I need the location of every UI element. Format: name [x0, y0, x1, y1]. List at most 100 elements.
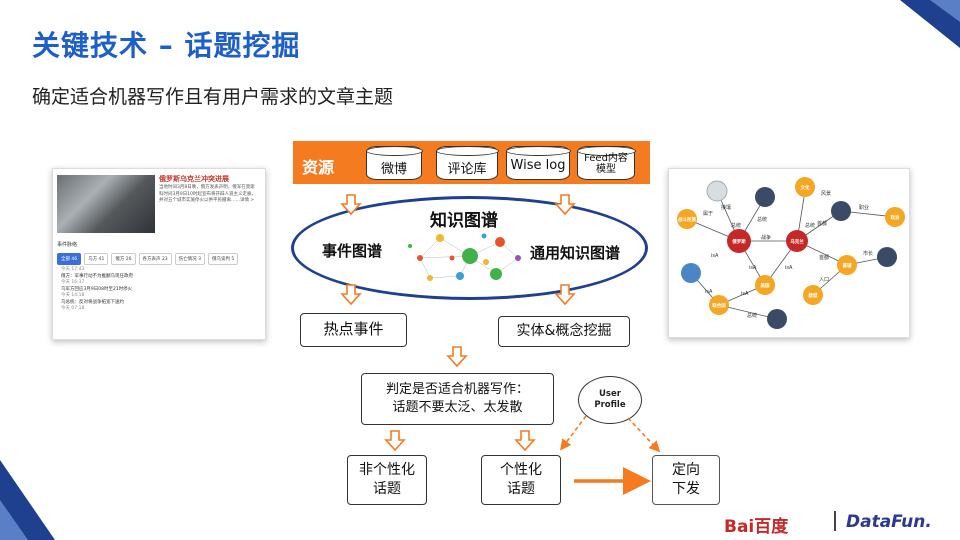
event-tabs: 全部 46 乌方 41 俄方 26 各方表声 23 伤亡情况 3 俄乌谈判 5	[57, 253, 239, 265]
kg-node: 文化	[801, 184, 810, 191]
resource-wiselog-label: Wise log	[510, 158, 566, 173]
kg-node: 政治	[891, 214, 900, 221]
hot-events-box: 热点事件	[300, 313, 407, 347]
feed-time: 今天 07:18	[61, 306, 85, 311]
news-headline: 俄罗斯乌克兰冲突进展	[159, 175, 229, 183]
feed-item-text[interactable]: 乌总统：反对将战争拓宽下送约	[61, 299, 124, 305]
kg-title: 知识图谱	[430, 211, 498, 231]
svg-text:战争: 战争	[761, 234, 771, 241]
kg-event-graph: 事件图谱	[322, 242, 383, 260]
kg-general-graph: 通用知识图谱	[530, 244, 621, 262]
resource-comments-label: 评论库	[447, 162, 487, 177]
user-profile-line-2: Profile	[594, 400, 626, 410]
svg-text:isA: isA	[711, 253, 719, 259]
user-profile-circle: User Profile	[578, 376, 642, 424]
feed-time: 今天 14:18	[61, 293, 85, 298]
dashed-arrow-to-personalized	[560, 415, 587, 451]
feed-item-text[interactable]: 俄方：军事行动不为推翻乌现任政府	[61, 273, 133, 279]
svg-text:职业: 职业	[859, 204, 869, 211]
feed-time: 今天 16:37	[61, 280, 85, 285]
feed-item: 今天 07:18	[61, 306, 257, 313]
network-graphic	[408, 233, 521, 281]
event-tab[interactable]: 乌方 41	[84, 253, 109, 265]
arrow-down-6	[384, 430, 406, 452]
arrow-down-7	[514, 430, 536, 452]
kg-example-graph: 接壤总统 总统战争 总统首都 职业首都 市长入口 isAisA isAisA i…	[677, 177, 905, 329]
resource-feed-model: Feed内容模型	[576, 145, 636, 180]
event-tab[interactable]: 伤亡情况 3	[174, 253, 205, 265]
kg-node: 欧盟	[809, 292, 818, 299]
svg-text:属于: 属于	[703, 211, 713, 217]
non-personalized-line-2: 话题	[373, 481, 401, 497]
news-body: 当地时间3月8日晚，俄方发表声明，俄军在莫斯科时间3月9日10时起宣布将开辟人道…	[159, 185, 256, 203]
kg-node: 基辅	[843, 262, 852, 269]
news-screenshot-card: 俄罗斯乌克兰冲突进展 当地时间3月8日晚，俄方发表声明，俄军在莫斯科时间3月9日…	[52, 168, 266, 340]
svg-text:首都: 首都	[819, 254, 829, 261]
non-personalized-line-1: 非个性化	[359, 462, 415, 478]
logo-separator	[834, 511, 836, 531]
non-personalized-box: 非个性化 话题	[347, 455, 427, 505]
svg-text:isA: isA	[705, 289, 713, 295]
resource-feed-model-label: Feed内容模型	[584, 153, 628, 175]
directed-line-1: 定向	[672, 462, 700, 478]
judge-line-2: 话题不要太泛、太发散	[392, 400, 523, 415]
user-profile-line-1: User	[599, 389, 621, 399]
arrow-down-2	[554, 194, 576, 216]
resource-label: 资源	[302, 158, 335, 177]
svg-text:市长: 市长	[863, 250, 873, 257]
svg-text:总统: 总统	[731, 222, 741, 229]
personalized-box: 个性化 话题	[481, 455, 561, 505]
baidu-logo: Bai百度	[724, 517, 789, 537]
event-tab[interactable]: 俄方 26	[111, 253, 136, 265]
page-subtitle: 确定适合机器写作且有用户需求的文章主题	[32, 86, 394, 108]
svg-text:接壤: 接壤	[721, 204, 731, 211]
resource-comments: 评论库	[435, 145, 499, 180]
event-tab[interactable]: 俄乌谈判 5	[207, 253, 239, 265]
entity-mining-box: 实体&概念挖掘	[498, 316, 630, 347]
personalized-line-1: 个性化	[500, 462, 542, 478]
knowledge-graph-ellipse	[291, 196, 648, 300]
corner-decoration-top-right	[900, 0, 960, 48]
judge-line-1: 判定是否适合机器写作：	[385, 382, 529, 397]
datafun-logo: DataFun.	[846, 512, 932, 532]
feed-item: 今天 16:37	[61, 280, 257, 287]
arrow-down-3	[340, 284, 362, 306]
kg-node: 联合国	[712, 302, 726, 309]
feed-item-text[interactable]: 乌军方回应3月9日08时至21时停火	[61, 286, 133, 292]
event-feed: 今天 17:43 俄方：军事行动不为推翻乌现任政府 今天 16:37 乌军方回应…	[61, 267, 257, 313]
feed-item: 今天 17:43	[61, 267, 257, 274]
resource-weibo: 微博	[365, 145, 423, 180]
svg-text:总统: 总统	[805, 222, 815, 229]
svg-text:入口: 入口	[819, 277, 829, 283]
svg-text:isA: isA	[749, 265, 757, 271]
svg-text:isA: isA	[741, 291, 749, 297]
directed-delivery-box: 定向 下发	[652, 455, 720, 505]
directed-line-2: 下发	[672, 481, 700, 497]
kg-node: 战斗民族	[678, 216, 696, 223]
page-title: 关键技术 – 话题挖掘	[32, 29, 301, 62]
kg-node: 美国	[761, 282, 770, 289]
dashed-arrow-to-directed	[627, 417, 661, 453]
resource-wiselog: Wise log	[505, 145, 571, 180]
kg-node: 俄罗斯	[731, 238, 746, 245]
svg-text:首都: 首都	[817, 220, 827, 227]
judge-box: 判定是否适合机器写作： 话题不要太泛、太发散	[361, 373, 554, 425]
event-timeline-label: 事件脉络	[57, 242, 78, 248]
svg-text:总统: 总统	[747, 312, 757, 319]
arrow-down-5	[446, 346, 468, 368]
resource-weibo-label: 微博	[380, 162, 407, 177]
feed-item: 今天 14:18	[61, 293, 257, 300]
news-photo	[57, 175, 155, 233]
personalized-line-2: 话题	[507, 481, 535, 497]
arrow-down-4	[554, 284, 576, 306]
svg-text:风景: 风景	[821, 190, 831, 197]
arrow-down-1	[340, 194, 362, 216]
kg-node: 乌克兰	[790, 238, 804, 245]
event-tab[interactable]: 全部 46	[57, 253, 82, 265]
svg-text:isA: isA	[785, 265, 793, 271]
feed-time: 今天 17:43	[61, 267, 85, 272]
svg-text:总统: 总统	[757, 216, 767, 223]
event-tab[interactable]: 各方表声 23	[138, 253, 172, 265]
